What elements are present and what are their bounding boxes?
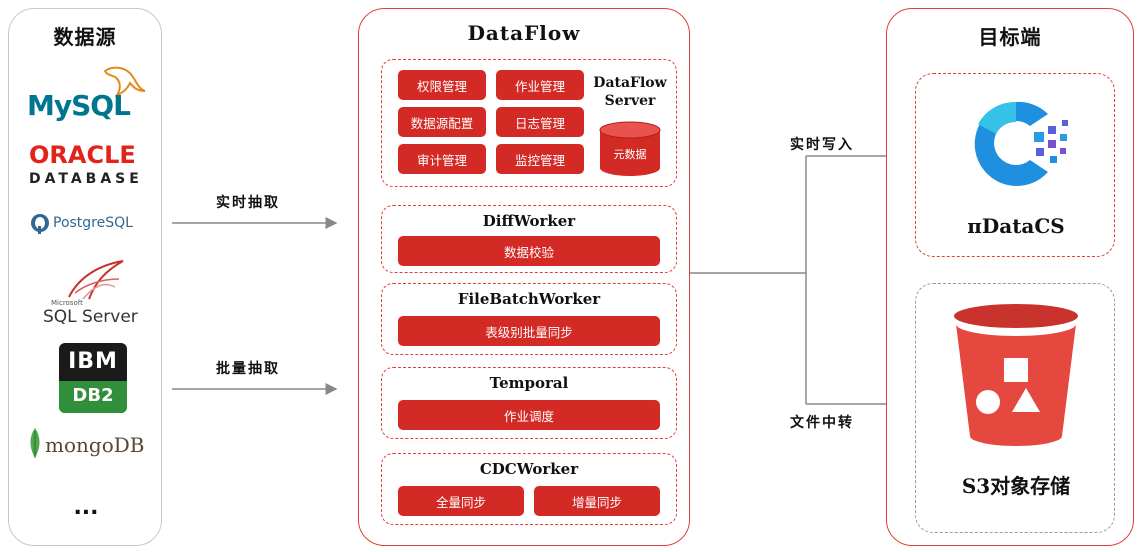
- db2-text: DB2: [72, 385, 114, 406]
- monitor-management-button[interactable]: 监控管理: [496, 144, 584, 174]
- incremental-sync-button[interactable]: 增量同步: [534, 486, 660, 516]
- mysql-logo: MySQL: [27, 61, 147, 122]
- diffworker-title: DiffWorker: [482, 212, 576, 230]
- elephant-icon: [31, 214, 49, 234]
- microsoft-text: Microsoft: [51, 299, 83, 307]
- triangle-shape-icon: [1012, 388, 1040, 412]
- target-panel: 目标端 πDataCS S3对象存储: [886, 8, 1134, 546]
- dataflow-panel: DataFlow 权限管理 作业管理 数据源配置 日志管理 审计管理 监控管理 …: [358, 8, 690, 546]
- diffworker-group: DiffWorker 数据校验: [381, 205, 677, 273]
- table-batch-sync-button[interactable]: 表级别批量同步: [398, 316, 660, 346]
- filebatchworker-group: FileBatchWorker 表级别批量同步: [381, 283, 677, 355]
- metadata-label: 元数据: [613, 148, 647, 161]
- cdcworker-group: CDCWorker 全量同步 增量同步: [381, 453, 677, 525]
- full-sync-button[interactable]: 全量同步: [398, 486, 524, 516]
- job-management-button[interactable]: 作业管理: [496, 70, 584, 100]
- cdcworker-title: CDCWorker: [479, 460, 579, 478]
- job-scheduling-button[interactable]: 作业调度: [398, 400, 660, 430]
- mongodb-logo: mongoDB: [25, 427, 155, 461]
- s3-box: S3对象存储: [915, 283, 1115, 533]
- mysql-text: MySQL: [27, 89, 131, 122]
- datasource-config-button[interactable]: 数据源配置: [398, 107, 486, 137]
- pidatacs-box: πDataCS: [915, 73, 1115, 257]
- mysql-label: MySQL: [27, 89, 131, 122]
- target-title: 目标端: [978, 25, 1042, 49]
- log-management-button[interactable]: 日志管理: [496, 107, 584, 137]
- permission-management-button[interactable]: 权限管理: [398, 70, 486, 100]
- dataflow-server-label-line1: DataFlow: [593, 75, 667, 91]
- oracle-database-text: DATABASE: [29, 171, 143, 187]
- leaf-icon: [30, 428, 40, 458]
- temporal-group: Temporal 作业调度: [381, 367, 677, 439]
- oracle-text: ORACLE: [29, 141, 136, 169]
- s3-bucket-icon: [954, 304, 1078, 446]
- mongodb-text: mongoDB: [45, 433, 145, 457]
- db2-logo: IBM DB2: [59, 343, 127, 413]
- dataflow-server-label: DataFlow Server: [588, 74, 672, 110]
- dataflow-server-label-line2: Server: [604, 93, 656, 109]
- pidatacs-label: πDataCS: [967, 214, 1065, 238]
- postgresql-logo: PostgreSQL: [29, 212, 159, 238]
- batch-extract-label: 批量抽取: [216, 361, 280, 377]
- postgresql-text: PostgreSQL: [53, 215, 133, 231]
- pidatacs-logo-icon: [974, 101, 1068, 186]
- dataflow-server-group: 权限管理 作业管理 数据源配置 日志管理 审计管理 监控管理 DataFlow …: [381, 59, 677, 187]
- realtime-write-label: 实时写入: [790, 137, 854, 153]
- db2-band: [59, 381, 127, 413]
- circle-shape-icon: [976, 390, 1000, 414]
- temporal-title: Temporal: [489, 374, 569, 392]
- dataflow-title: DataFlow: [467, 21, 581, 45]
- filebatchworker-title: FileBatchWorker: [457, 290, 601, 308]
- realtime-extract-label: 实时抽取: [216, 195, 280, 211]
- more-sources: ...: [73, 495, 99, 520]
- audit-management-button[interactable]: 审计管理: [398, 144, 486, 174]
- oracle-logo: ORACLE DATABASE: [27, 141, 151, 197]
- sqlserver-icon: [68, 260, 124, 300]
- s3-label: S3对象存储: [961, 474, 1071, 498]
- square-shape-icon: [1004, 358, 1028, 382]
- data-verification-button[interactable]: 数据校验: [398, 236, 660, 266]
- source-panel: 数据源 MySQL ORACLE DATABASE PostgreSQL Mic…: [8, 8, 162, 546]
- file-transfer-label: 文件中转: [790, 415, 854, 431]
- sqlserver-text: SQL Server: [43, 307, 138, 327]
- ibm-text: IBM: [68, 349, 118, 374]
- database-cylinder-icon: [599, 121, 661, 176]
- dolphin-icon: [103, 66, 146, 97]
- sqlserver-logo: Microsoft SQL Server: [39, 257, 149, 329]
- source-title: 数据源: [53, 25, 117, 49]
